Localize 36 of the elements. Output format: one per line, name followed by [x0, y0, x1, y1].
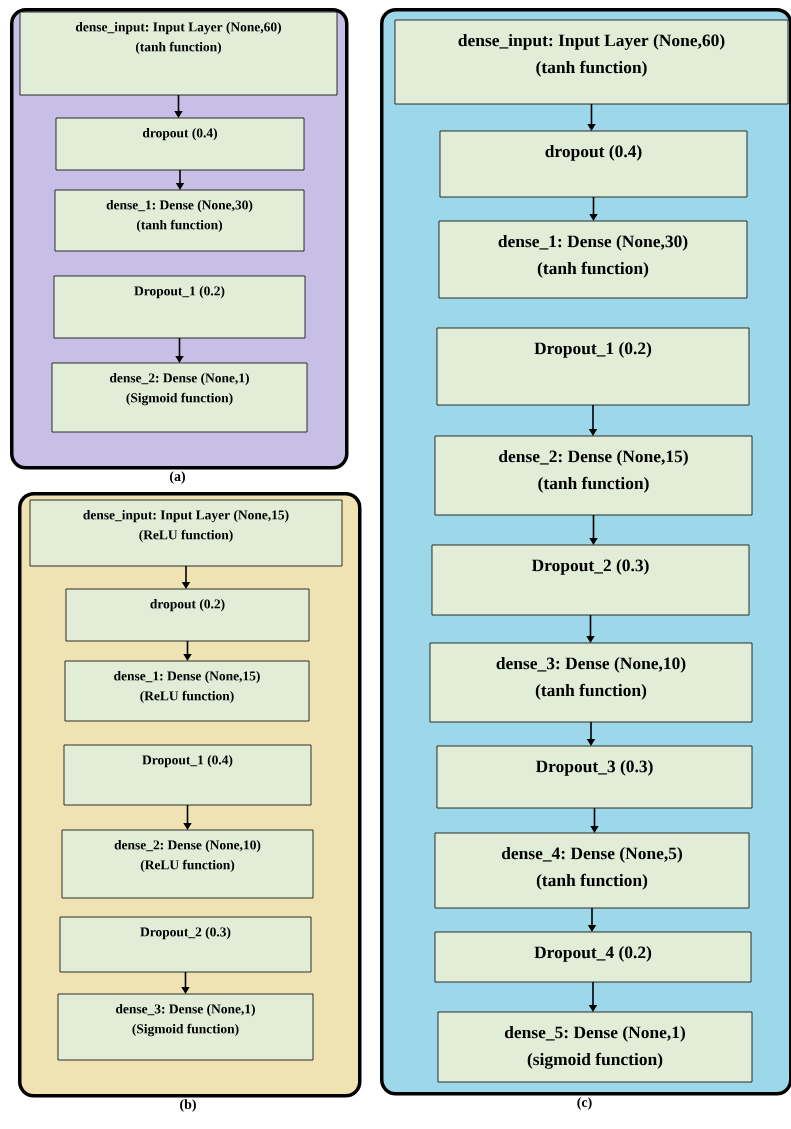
arrow — [183, 640, 192, 661]
layer-box: dropout (0.4) — [439, 130, 748, 198]
arrow — [183, 804, 192, 830]
layer-box: Dropout_2 (0.3) — [59, 916, 312, 973]
arrow — [590, 807, 599, 833]
layer-box: dense_input: Input Layer (None,60) (tanh function) — [19, 11, 338, 96]
arrow — [174, 94, 183, 118]
layer-box: dense_1: Dense (None,15) (ReLU function) — [64, 660, 310, 722]
layer-box: dense_input: Input Layer (None,60) (tanh function) — [394, 19, 789, 105]
layer-box: Dropout_4 (0.2) — [434, 931, 752, 983]
panel-caption: (a) — [170, 471, 185, 484]
arrow — [589, 514, 598, 545]
arrow — [589, 196, 598, 221]
arrow — [181, 971, 190, 994]
layer-box: dropout (0.4) — [55, 117, 305, 171]
arrow — [586, 614, 595, 643]
layer-box: Dropout_1 (0.2) — [436, 327, 750, 406]
arrow — [587, 103, 596, 131]
layer-box: Dropout_3 (0.3) — [436, 745, 753, 809]
layer-box: dense_1: Dense (None,30) (tanh function) — [54, 189, 305, 252]
panel-caption: (b) — [180, 1099, 196, 1112]
layer-box: dense_2: Dense (None,1) (Sigmoid function) — [51, 362, 308, 433]
layer-box: Dropout_1 (0.4) — [63, 744, 312, 806]
panel-caption: (c) — [577, 1097, 592, 1110]
layer-box: dense_1: Dense (None,30) (tanh function) — [438, 220, 748, 299]
layer-box: dropout (0.2) — [65, 588, 310, 642]
arrow — [175, 337, 184, 363]
layer-box: dense_4: Dense (None,5) (tanh function) — [434, 832, 750, 909]
layer-box: dense_2: Dense (None,10) (ReLU function) — [61, 829, 314, 899]
layer-box: Dropout_1 (0.2) — [53, 275, 306, 339]
layer-box: Dropout_2 (0.3) — [431, 544, 750, 616]
layer-box: dense_2: Dense (None,15) (tanh function) — [434, 435, 753, 516]
layer-box: dense_input: Input Layer (None,15) (ReLU function) — [29, 499, 343, 567]
layer-box: dense_5: Dense (None,1) (sigmoid function) — [437, 1011, 753, 1083]
layer-box: dense_3: Dense (None,10) (tanh function) — [429, 642, 753, 723]
layer-box: dense_3: Dense (None,1) (Sigmoid function) — [57, 993, 314, 1061]
